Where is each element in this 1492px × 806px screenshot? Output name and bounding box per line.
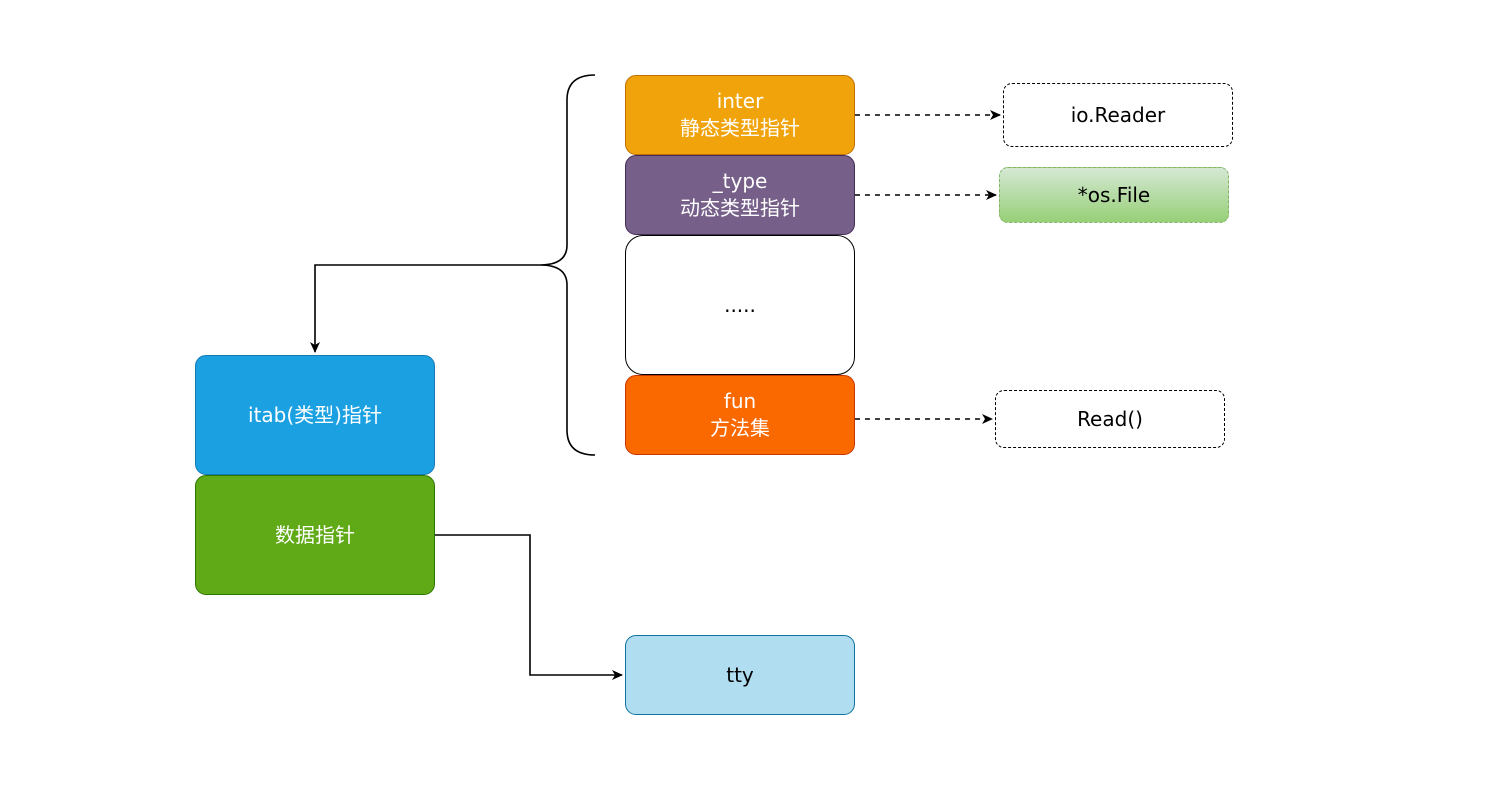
brace-to-itab-arrow [310, 264, 540, 353]
type-field-box: _type 动态类型指针 [625, 155, 855, 235]
tty-value-box: tty [625, 635, 855, 715]
io-reader-label: io.Reader [1070, 102, 1166, 127]
itab-pointer-label: itab(类型)指针 [248, 402, 382, 427]
inter-field-desc: 静态类型指针 [680, 116, 800, 140]
fun-field-box: fun 方法集 [625, 375, 855, 455]
inter-field-name: inter [716, 89, 764, 113]
inter-field-box: inter 静态类型指针 [625, 75, 855, 155]
itab-pointer-box: itab(类型)指针 [195, 355, 435, 475]
itab-fields-brace [539, 74, 596, 456]
tty-label: tty [726, 662, 754, 687]
io-reader-box: io.Reader [1003, 83, 1233, 147]
read-method-box: Read() [995, 390, 1225, 448]
data-pointer-label: 数据指针 [275, 522, 355, 547]
type-field-desc: 动态类型指针 [680, 196, 800, 220]
data-to-tty-arrow [435, 534, 623, 680]
fun-field-name: fun [723, 389, 757, 413]
type-field-name: _type [712, 169, 768, 193]
ellipsis-field-box: ..... [625, 235, 855, 375]
os-file-label: *os.File [1077, 182, 1151, 207]
data-pointer-box: 数据指针 [195, 475, 435, 595]
fun-field-desc: 方法集 [710, 416, 770, 440]
ellipsis-label: ..... [724, 292, 756, 317]
os-file-box: *os.File [999, 167, 1229, 223]
read-method-label: Read() [1077, 406, 1143, 431]
